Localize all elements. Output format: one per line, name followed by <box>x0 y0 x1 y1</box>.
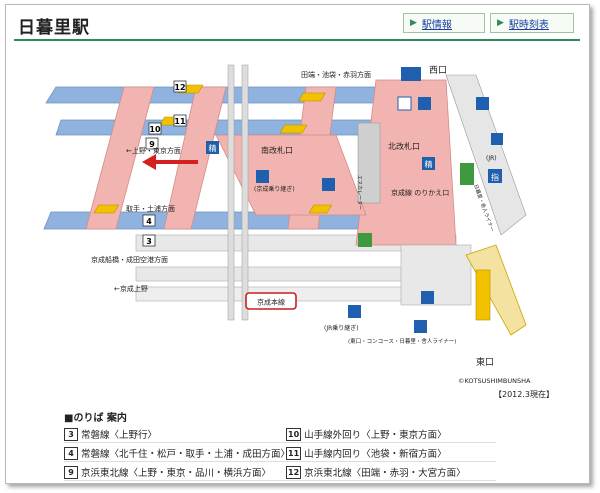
keisei-honsen-label: 京成本線 <box>257 298 285 307</box>
tabata-direction-label: 田端・池袋・赤羽方面 <box>301 70 371 79</box>
platform-11: 11 <box>174 117 186 126</box>
restroom-icon <box>401 67 421 81</box>
keisei-transfer-gate-label: 京成線 のりかえ口 <box>391 188 449 197</box>
keisei-transfer-label: (京成乗り継ぎ) <box>254 185 295 193</box>
as-of-date: 【2012.3現在】 <box>494 390 554 399</box>
higashiguchi-label: 東口 <box>476 356 494 368</box>
map-icons: 精 精 指 <box>206 67 503 333</box>
escalator-icon <box>348 305 361 318</box>
escalator-icon <box>256 170 269 183</box>
copyright: ©KOTSUSHIMBUNSHA <box>458 377 531 385</box>
restroom-icon <box>397 96 412 111</box>
content-frame: 日暮里駅 ▶駅情報 ▶駅時刻表 <box>5 4 590 484</box>
keisei-honsen-box <box>245 292 297 310</box>
keisei-funabashi-direction-label: 京成船橋・成田空港方面 <box>91 255 168 264</box>
direction-arrow <box>142 154 198 170</box>
title-divider <box>14 39 580 41</box>
arrow-icon: ▶ <box>497 18 504 28</box>
escalator-icon <box>476 97 489 110</box>
green-ticket-machine <box>460 163 474 185</box>
platform-3: 3 <box>146 237 152 246</box>
minamikaisatsu-label: 南改札口 <box>261 145 293 155</box>
station-map: 12 11 10 9 4 3 精 精 指 <box>43 64 527 368</box>
higashiguchi-note-label: (東口・コンコース・日暮里・舎人ライナー) <box>348 337 456 345</box>
page-title: 日暮里駅 <box>18 18 90 38</box>
ticket-office-icon: 精 <box>209 143 217 153</box>
arrow-icon: ▶ <box>410 18 417 28</box>
kitakaisatsu-label: 北改札口 <box>388 141 420 151</box>
keisei-ueno-direction-label: ←京成上野 <box>114 284 148 293</box>
toride-direction-label: 取手・土浦方面 <box>126 204 175 213</box>
platform-number-boxes: 12 11 10 9 4 3 <box>142 80 187 247</box>
escalator-icon <box>421 291 434 304</box>
platform-12: 12 <box>174 83 185 92</box>
station-info-button[interactable]: ▶駅情報 <box>403 13 485 33</box>
restroom-icon <box>414 320 427 333</box>
escalator-icon <box>491 133 503 145</box>
legend-title: ■のりば 案内 <box>64 413 127 424</box>
platform-9: 9 <box>149 140 155 149</box>
jr-label: (JR) <box>486 155 497 162</box>
escalator-icon <box>322 178 335 191</box>
reserved-seat-icon: 指 <box>491 172 499 182</box>
platform-10: 10 <box>149 125 161 134</box>
platform-4: 4 <box>146 217 152 226</box>
structures <box>227 64 527 336</box>
ueno-tokyo-direction-label: ←上野・東京方面 <box>126 146 181 155</box>
escalator-label: エスカレーター <box>356 175 363 210</box>
concourse-overpasses <box>85 79 457 246</box>
timetable-button[interactable]: ▶駅時刻表 <box>490 13 574 33</box>
jr-transfer-label: (JR乗り継ぎ) <box>324 324 359 332</box>
wheelchair-icon <box>418 97 431 110</box>
nishiguchi-label: 西口 <box>429 65 447 76</box>
ticket-office-icon: 精 <box>425 159 433 169</box>
